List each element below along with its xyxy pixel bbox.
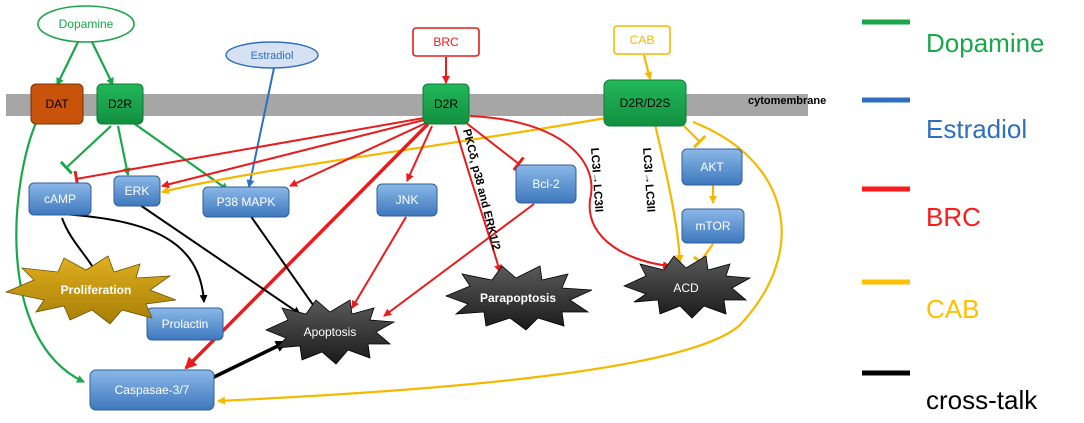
receptor-dat-label: DAT <box>45 97 69 111</box>
edge-d2r-camp-inhib <box>73 117 425 188</box>
receptor-dat: DAT <box>30 83 84 125</box>
receptor-d2r-brc: D2R <box>422 83 470 125</box>
edge-label-lc3-cab: LC3I→LC3II <box>640 147 656 212</box>
edge-d2r-bcl2 <box>464 121 525 171</box>
edge-d2r-jnk <box>406 125 433 182</box>
legend: Dopamine Estradiol BRC CAB cross-talk <box>862 19 1045 415</box>
node-erk-label: ERK <box>125 184 150 198</box>
node-prolactin-label: Prolactin <box>162 317 209 331</box>
edge-d2r-erk-brc <box>161 119 425 189</box>
node-camp: cAMP <box>28 182 92 216</box>
node-akt: AKT <box>681 148 743 186</box>
ligand-estradiol-label: Estradiol <box>251 50 294 62</box>
node-jnk-label: JNK <box>396 193 419 207</box>
receptor-d2r-d2s-label: D2R/D2S <box>620 96 671 110</box>
legend-label-estradiol: Estradiol <box>926 114 1027 144</box>
cytomembrane-label: cytomembrane <box>748 95 826 107</box>
node-akt-label: AKT <box>700 160 724 174</box>
edge-d2s-acd <box>653 123 684 263</box>
receptor-d2r-dopamine-label: D2R <box>108 97 132 111</box>
ligand-dopamine: Dopamine <box>37 5 135 43</box>
legend-label-brc: BRC <box>926 202 981 232</box>
brc-edges <box>73 57 671 317</box>
ligand-brc: BRC <box>412 27 480 57</box>
outcome-parapoptosis-label: Parapoptosis <box>480 291 556 305</box>
edge-caspase-apoptosis <box>211 340 288 380</box>
outcome-proliferation-label: Proliferation <box>61 283 132 297</box>
receptor-d2r-dopamine: D2R <box>96 83 144 125</box>
outcome-proliferation: Proliferation <box>4 255 177 325</box>
edge-label-lc3-brc: LC3I→LC3II <box>588 147 604 212</box>
node-caspase: Caspasae-3/7 <box>89 369 215 411</box>
edge-cab-d2r <box>642 54 653 80</box>
edge-jnk-apoptosis <box>351 216 407 309</box>
outcome-apoptosis-label: Apoptosis <box>304 325 357 339</box>
receptor-d2r-d2s: D2R/D2S <box>603 79 687 127</box>
node-erk: ERK <box>113 175 161 207</box>
node-p38: P38 MAPK <box>202 186 290 218</box>
edge-d2r-acd-brc <box>469 115 671 270</box>
ligand-estradiol: Estradiol <box>225 41 319 69</box>
ligand-cab-label: CAB <box>630 33 655 47</box>
edge-d2r-p38-brc <box>289 122 427 187</box>
legend-label-dopamine: Dopamine <box>926 28 1045 58</box>
ligand-cab: CAB <box>613 25 671 55</box>
node-jnk: JNK <box>376 183 438 217</box>
edge-d2r-camp <box>59 125 112 175</box>
edge-dat-caspase <box>15 117 85 383</box>
node-mtor-label: mTOR <box>695 219 730 233</box>
node-p38-label: P38 MAPK <box>217 195 276 209</box>
ligand-dopamine-label: Dopamine <box>59 17 114 31</box>
edge-dopamine-d2r <box>91 41 114 86</box>
node-prolactin: Prolactin <box>146 307 224 341</box>
edge-dopamine-dat <box>56 41 79 86</box>
node-camp-label: cAMP <box>44 192 76 206</box>
node-bcl2: Bcl-2 <box>515 164 577 204</box>
outcome-acd: ACD <box>622 255 752 319</box>
edge-erk-apoptosis <box>139 204 301 315</box>
edge-estradiol-p38 <box>246 67 275 188</box>
outcome-parapoptosis: Parapoptosis <box>444 265 593 331</box>
edge-d2r-erk <box>116 125 131 176</box>
ligand-brc-label: BRC <box>433 35 459 49</box>
edge-d2r-parapoptosis <box>454 125 502 273</box>
dopamine-edges <box>15 41 229 383</box>
legend-label-cab: CAB <box>926 294 979 324</box>
edge-camp-prolactin <box>61 213 208 303</box>
edge-d2r-caspase-thick <box>184 122 430 370</box>
edge-d2r-p38 <box>131 121 229 191</box>
edge-bcl2-apoptosis <box>383 203 535 317</box>
node-bcl2-label: Bcl-2 <box>532 177 560 191</box>
legend-label-crosstalk: cross-talk <box>926 385 1038 415</box>
edge-d2s-caspase <box>217 120 783 405</box>
edge-p38-apoptosis <box>249 214 319 313</box>
node-caspase-label: Caspasae-3/7 <box>115 383 190 397</box>
node-mtor: mTOR <box>681 208 745 244</box>
outcome-apoptosis: Apoptosis <box>264 299 396 365</box>
receptor-d2r-brc-label: D2R <box>434 97 458 111</box>
outcome-acd-label: ACD <box>673 281 699 295</box>
